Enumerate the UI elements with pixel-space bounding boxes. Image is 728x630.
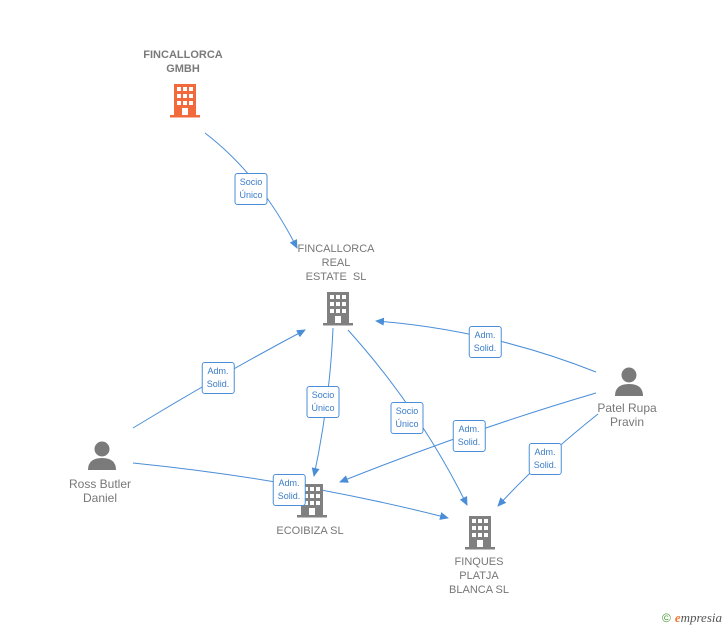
node-label-patel-rupa-pravin[interactable]: Patel Rupa Pravin bbox=[597, 401, 657, 429]
building-icon[interactable] bbox=[170, 84, 200, 118]
edge-label-adm-solid[interactable]: Adm.Solid. bbox=[272, 474, 306, 506]
copyright-icon: © bbox=[661, 611, 671, 625]
node-label-ecoibiza[interactable]: ECOIBIZA SL bbox=[276, 525, 344, 537]
node-label-fincallorca-real-estate[interactable]: FINCALLORCA REAL ESTATE SL bbox=[297, 243, 375, 283]
edge-label-adm-solid[interactable]: Adm.Solid. bbox=[201, 362, 235, 394]
footer-brand[interactable]: ©empresia bbox=[662, 610, 722, 626]
building-icon[interactable] bbox=[323, 292, 353, 326]
building-icon[interactable] bbox=[465, 516, 495, 550]
node-label-ross-butler-daniel[interactable]: Ross Butler Daniel bbox=[68, 477, 132, 505]
edge-label-adm-solid[interactable]: Adm.Solid. bbox=[468, 326, 502, 358]
edge-label-adm-solid[interactable]: Adm.Solid. bbox=[452, 420, 486, 452]
building-icon[interactable] bbox=[297, 484, 327, 518]
brand-logo: empresia bbox=[674, 610, 722, 625]
person-icon[interactable] bbox=[88, 441, 116, 471]
edge-label-adm-solid[interactable]: Adm.Solid. bbox=[528, 443, 562, 475]
node-label-fincallorca-gmbh[interactable]: FINCALLORCA GMBH bbox=[143, 49, 223, 75]
person-icon[interactable] bbox=[615, 367, 643, 397]
node-label-finques-platja-blanca[interactable]: FINQUES PLATJA BLANCA SL bbox=[449, 556, 509, 596]
